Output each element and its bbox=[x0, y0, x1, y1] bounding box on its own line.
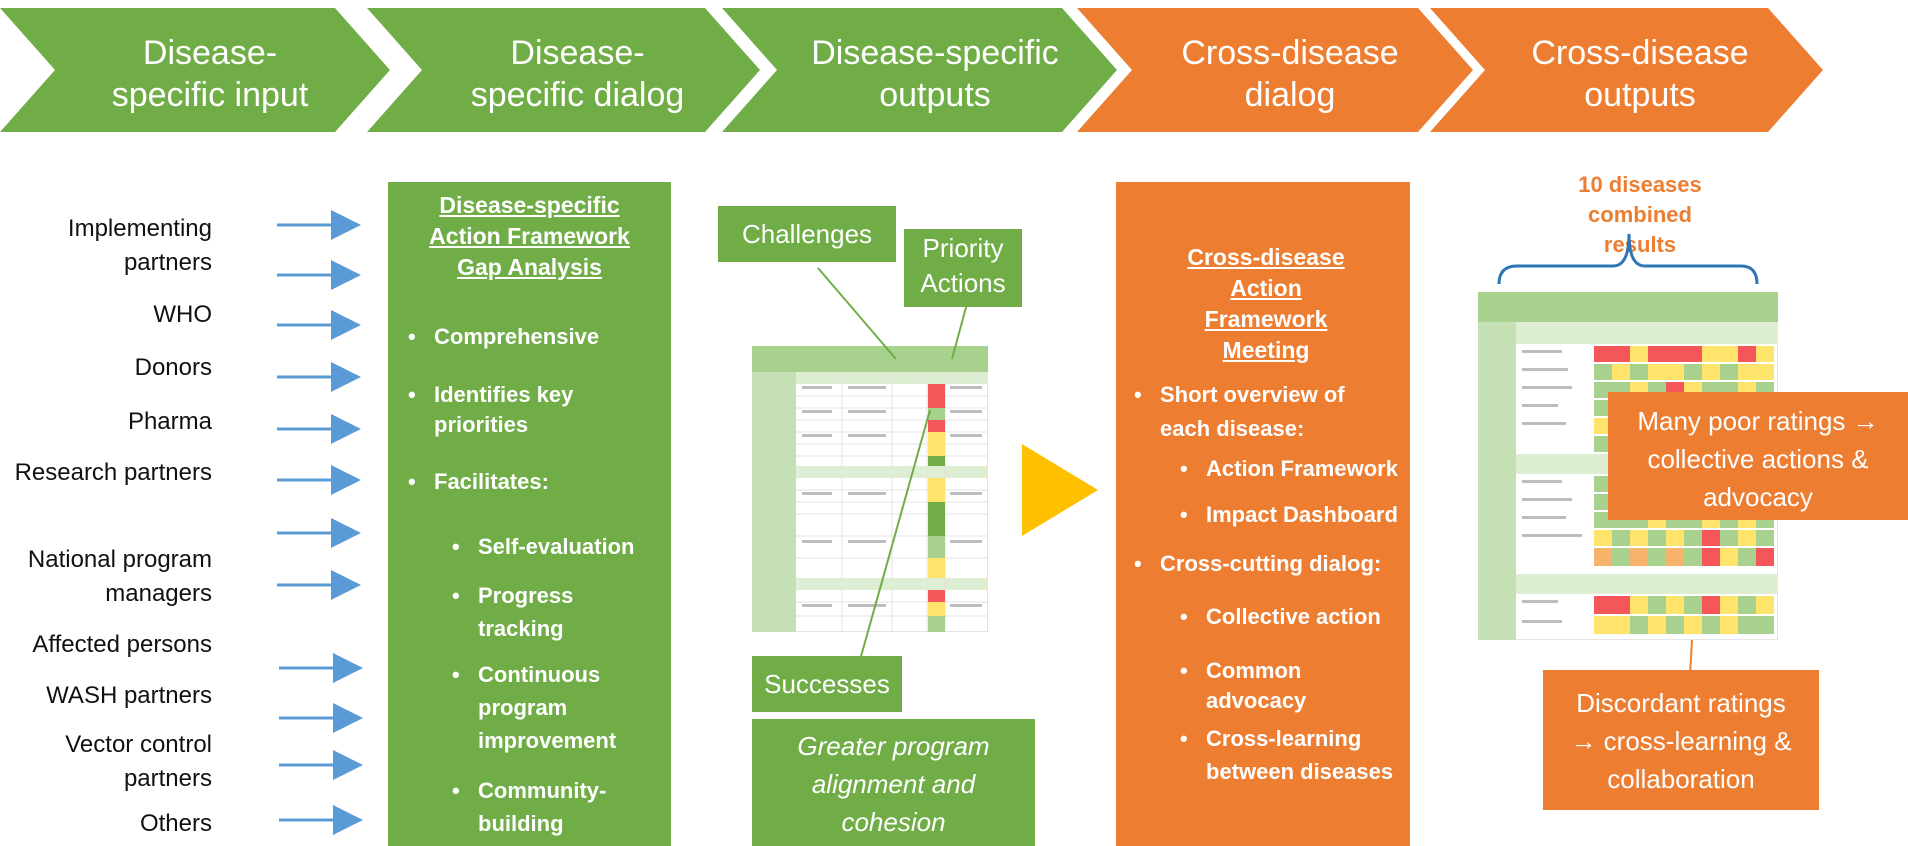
dialog-box: Disease-specific Action Framework Gap An… bbox=[388, 182, 671, 846]
play-triangle-icon bbox=[1022, 444, 1098, 536]
dialog-bullets: Comprehensive bbox=[408, 322, 664, 352]
stakeholder-others: Others bbox=[139, 810, 212, 837]
stage-chevron-5 bbox=[1430, 8, 1823, 132]
stage-chevron-4 bbox=[1077, 8, 1473, 132]
bullet-short-overview: Short overview of each disease: bbox=[1134, 378, 1380, 446]
stakeholder-who: WHO bbox=[153, 301, 212, 328]
input-arrows bbox=[277, 210, 363, 835]
sub-bullet-self-evaluation: Self-evaluation bbox=[452, 532, 658, 562]
stakeholder-research-partners: Research partners bbox=[14, 459, 212, 486]
bullet-comprehensive: Comprehensive bbox=[408, 322, 664, 352]
stage-chevron-1 bbox=[0, 8, 390, 132]
sub-bullet-collective-action: Collective action bbox=[1180, 602, 1406, 632]
stage-label-5: Cross-disease outputs bbox=[1531, 34, 1749, 114]
cross-dialog-box: Cross-disease Action Framework Meeting S… bbox=[1116, 182, 1410, 846]
stakeholder-affected-persons: Affected persons bbox=[32, 631, 212, 658]
sub-bullet-cross-learning: Cross-learning between diseases bbox=[1180, 722, 1406, 788]
sub-bullet-community-building: Community-building bbox=[452, 774, 648, 840]
sub-bullet-action-framework: Action Framework bbox=[1180, 454, 1406, 484]
bullet-facilitates: Facilitates: bbox=[408, 467, 664, 497]
bullet-cross-cutting-dialog: Cross-cutting dialog: bbox=[1134, 549, 1400, 579]
bullet-identifies-key-priorities: Identifies key priorities bbox=[408, 380, 664, 440]
sub-bullet-common-advocacy: Common advocacy bbox=[1180, 656, 1406, 716]
sub-bullet-progress-tracking: Progress tracking bbox=[452, 579, 628, 645]
stakeholder-implementing-partners: Implementing partners bbox=[67, 215, 212, 276]
discordant-ratings-callout: Discordant ratings → cross-learning & co… bbox=[1543, 670, 1819, 810]
poor-ratings-callout: Many poor ratings → collective actions &… bbox=[1608, 392, 1908, 520]
stage-chevron-2 bbox=[367, 8, 760, 132]
successes-label: Successes bbox=[752, 656, 902, 712]
cross-dialog-box-title: Cross-disease Action Framework Meeting bbox=[1187, 244, 1345, 363]
stage-label-1: Disease-specific input bbox=[111, 34, 309, 114]
stakeholder-donors: Donors bbox=[134, 354, 212, 381]
challenges-label: Challenges bbox=[718, 206, 896, 262]
stakeholder-vector-control-partners: Vector control partners bbox=[65, 731, 212, 792]
callout-connectors bbox=[817, 267, 969, 661]
stage-label-3: Disease-specific outputs bbox=[811, 34, 1059, 114]
sub-bullet-impact-dashboard: Impact Dashboard bbox=[1180, 500, 1406, 530]
stakeholder-pharma: Pharma bbox=[127, 408, 212, 435]
stage-label-2: Disease-specific dialog bbox=[470, 34, 685, 114]
alignment-statement: Greater program alignment and cohesion bbox=[752, 719, 1035, 846]
stakeholder-wash-partners: WASH partners bbox=[46, 682, 212, 709]
stage-banner bbox=[0, 8, 1823, 132]
stakeholder-national-program-managers: National program managers bbox=[27, 546, 212, 607]
combined-results-label: 10 diseases combined results bbox=[1578, 172, 1702, 257]
sub-bullet-continuous-improvement: Continuous program improvement bbox=[452, 658, 648, 757]
priority-actions-label: Priority Actions bbox=[904, 229, 1022, 307]
stage-label-4: Cross-disease dialog bbox=[1181, 34, 1399, 114]
dialog-box-title: Disease-specific Action Framework Gap An… bbox=[429, 192, 630, 280]
stage-chevron-3 bbox=[722, 8, 1117, 132]
gap-analysis-table-thumbnail bbox=[752, 346, 988, 632]
bracket-icon bbox=[1497, 233, 1759, 285]
